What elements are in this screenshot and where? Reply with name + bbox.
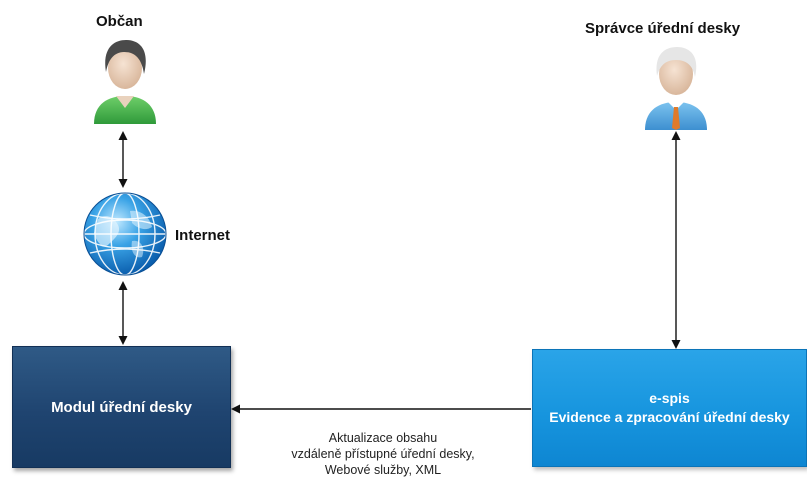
module-box-title: Modul úřední desky xyxy=(51,398,192,416)
administrator-person-icon xyxy=(645,47,707,130)
administrator-label: Správce úřední desky xyxy=(585,20,741,37)
connection-line2: vzdáleně přístupné úřední desky, xyxy=(291,447,475,461)
module-box: Modul úřední desky xyxy=(12,346,231,468)
connection-line1: Aktualizace obsahu xyxy=(328,431,438,445)
espis-box-line2: Evidence a zpracování úřední desky xyxy=(549,409,790,425)
citizen-person-icon xyxy=(94,40,156,124)
espis-box-line1: e-spis xyxy=(649,390,690,406)
internet-label: Internet xyxy=(175,227,231,244)
connection-line3: Webové služby, XML xyxy=(324,463,442,477)
connection-annotation: Aktualizace obsahu vzdáleně přístupné úř… xyxy=(263,430,503,478)
espis-box: e-spis Evidence a zpracování úřední desk… xyxy=(532,349,807,467)
globe-icon xyxy=(83,192,167,276)
citizen-label: Občan xyxy=(96,13,143,30)
